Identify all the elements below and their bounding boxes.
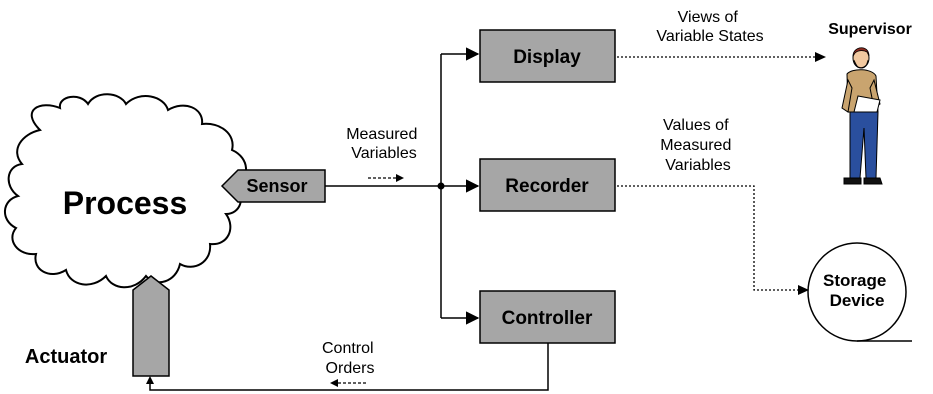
storage-device: Storage Device — [807, 242, 912, 342]
actuator-label: Actuator — [25, 346, 107, 368]
actuator: Actuator — [25, 275, 170, 377]
supervisor-figure — [841, 47, 883, 185]
display-to-supervisor-dotted-arrow — [617, 52, 826, 62]
display-block: Display — [479, 29, 616, 83]
values-of-measured-variables-label: Values of Measured Variables — [660, 117, 736, 174]
sensor: Sensor — [220, 169, 326, 203]
recorder-block: Recorder — [479, 158, 616, 212]
controller-label: Controller — [502, 308, 593, 329]
supervisor-label: Supervisor — [828, 21, 912, 38]
recorder-to-storage-dotted-arrow — [617, 185, 809, 295]
sensor-label: Sensor — [246, 176, 307, 196]
measured-variables-label: Measured Variables — [346, 126, 422, 162]
views-of-variable-states-label: Views of Variable States — [656, 9, 763, 45]
recorder-label: Recorder — [505, 176, 589, 197]
measured-variables-dashed-arrow — [368, 174, 404, 182]
display-label: Display — [513, 47, 581, 68]
controller-block: Controller — [479, 290, 616, 344]
process-label: Process — [63, 185, 188, 221]
process-cloud: Process — [4, 93, 247, 289]
controller-to-actuator-line — [146, 343, 549, 391]
control-orders-dashed-arrow — [330, 379, 366, 387]
control-orders-label: Control Orders — [322, 340, 378, 377]
storage-device-label: Storage Device — [823, 271, 891, 310]
